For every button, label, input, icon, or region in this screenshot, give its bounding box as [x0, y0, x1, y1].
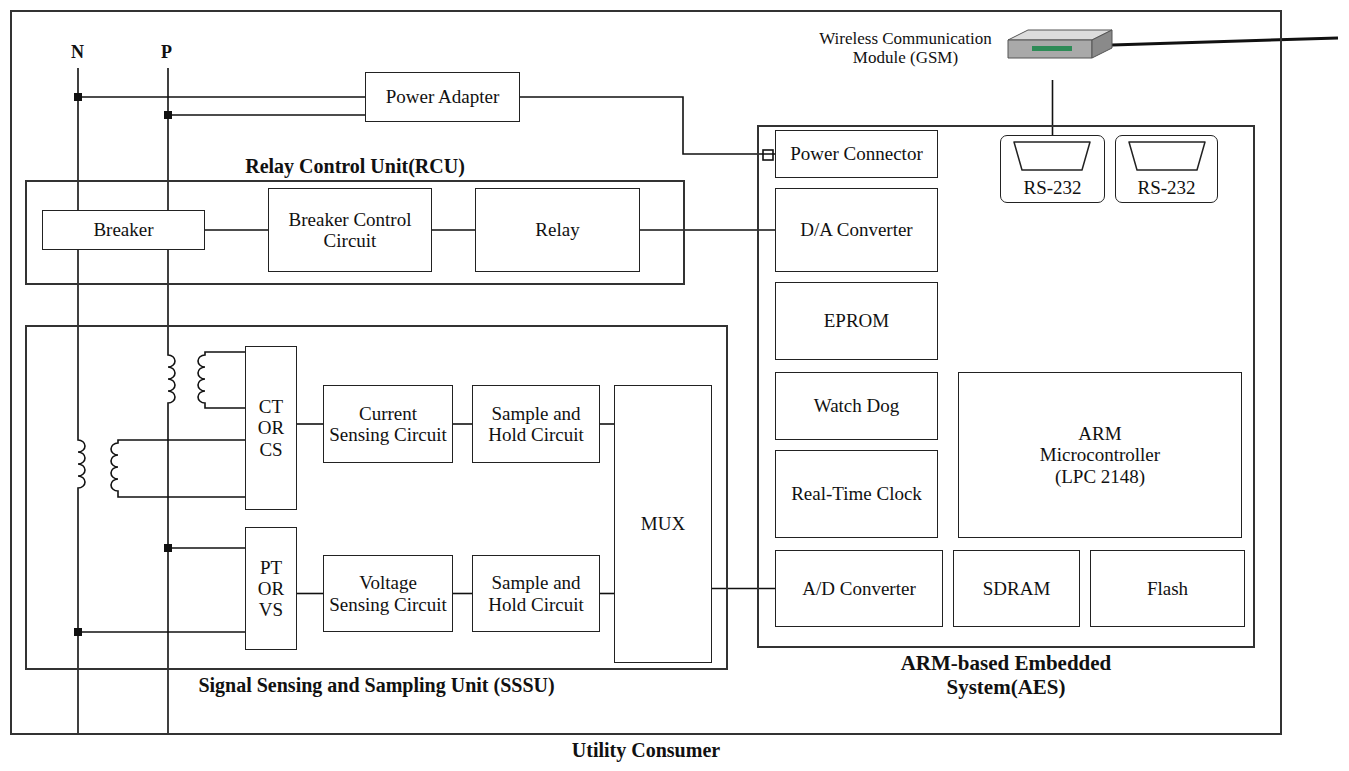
unit-heading: Relay Control Unit(RCU) — [245, 155, 465, 177]
junction-dot — [164, 544, 172, 552]
junction-dot — [164, 111, 172, 119]
pt-wire — [78, 631, 245, 633]
process-box: Power Adapter — [365, 72, 520, 122]
box-label: Breaker — [93, 219, 153, 240]
device-side — [1092, 30, 1112, 58]
box-label: Voltage Sensing Circuit — [328, 572, 448, 615]
box-label: PT OR VS — [250, 557, 292, 621]
unit-group: CT OR CSCurrent Sensing CircuitSample an… — [25, 325, 728, 670]
signal-wire — [453, 593, 472, 595]
signal-wire — [297, 593, 323, 595]
box-label: Real-Time Clock — [791, 483, 922, 504]
sensor-box: CT OR CS — [245, 346, 297, 510]
signal-wire — [520, 97, 775, 154]
process-box: Sample and Hold Circuit — [472, 385, 600, 463]
process-box: Sample and Hold Circuit — [472, 555, 600, 632]
process-box: Watch Dog — [775, 372, 938, 440]
box-label: MUX — [641, 513, 685, 534]
unit-heading: Signal Sensing and Sampling Unit (SSSU) — [198, 674, 554, 696]
box-label: SDRAM — [983, 578, 1051, 599]
unit-heading: ARM-based Embedded System(AES) — [846, 652, 1166, 699]
process-box: Breaker — [42, 210, 205, 250]
ct-secondary-coil — [198, 352, 245, 408]
process-box: D/A Converter — [775, 188, 938, 272]
process-box: Power Connector — [775, 130, 938, 178]
signal-wire — [600, 593, 614, 595]
db9-connector-icon — [1117, 138, 1217, 174]
antenna-link — [1112, 38, 1338, 45]
gsm-module: Wireless Communication Module (GSM) — [818, 16, 1118, 80]
box-label: Breaker Control Circuit — [273, 209, 427, 252]
process-box: Current Sensing Circuit — [323, 385, 453, 463]
ct-secondary-coil — [111, 440, 245, 497]
box-label: EPROM — [824, 310, 889, 331]
mux-box: MUX — [614, 385, 712, 663]
unit-heading: Utility Consumer — [572, 739, 720, 761]
box-label: D/A Converter — [800, 219, 912, 240]
box-label: Watch Dog — [814, 395, 900, 416]
box-label: Sample and Hold Circuit — [477, 572, 595, 615]
phase-line — [168, 68, 175, 735]
sensor-box: PT OR VS — [245, 527, 297, 650]
unit-group: Power ConnectorD/A ConverterEPROM Watch D… — [757, 125, 1255, 648]
line-name: P — [161, 42, 172, 63]
box-label: Power Connector — [790, 143, 922, 164]
box-label: Flash — [1147, 578, 1188, 599]
connector-outline — [1129, 142, 1205, 170]
box-label: Power Adapter — [386, 86, 499, 107]
connector-outline — [1014, 142, 1090, 170]
box-label: RS-232 — [1137, 177, 1195, 198]
signal-wire — [297, 423, 323, 425]
box-label: Sample and Hold Circuit — [477, 403, 595, 446]
line-name: N — [71, 42, 84, 63]
serial-port: RS-232 — [1000, 135, 1105, 203]
signal-wire — [640, 229, 775, 231]
box-label: Current Sensing Circuit — [328, 403, 448, 446]
power-jack — [763, 150, 773, 160]
process-box: A/D Converter — [775, 550, 943, 627]
process-box: Breaker Control Circuit — [268, 188, 432, 272]
signal-wire — [432, 229, 475, 231]
box-label: Relay — [535, 219, 579, 240]
signal-wire — [712, 588, 775, 590]
system-boundary: Power Adapter Wireless Communication Modu… — [10, 10, 1282, 735]
process-box: SDRAM — [953, 550, 1080, 627]
process-box: Flash — [1090, 550, 1245, 627]
box-label: CT OR CS — [250, 396, 292, 460]
pt-wire — [168, 547, 245, 549]
adapter-wire — [78, 96, 365, 98]
db9-connector-icon — [1002, 138, 1102, 174]
junction-dot — [74, 93, 82, 101]
signal-wire — [205, 229, 268, 231]
serial-port: RS-232 — [1115, 135, 1218, 203]
box-label: A/D Converter — [802, 578, 915, 599]
adapter-wire — [168, 114, 365, 116]
unit-group: BreakerBreaker Control CircuitRelayRelay… — [25, 180, 685, 285]
box-label: ARM Microcontroller (LPC 2148) — [1025, 423, 1175, 487]
process-box: Relay — [475, 188, 640, 272]
processor-box: ARM Microcontroller (LPC 2148) — [958, 372, 1242, 538]
box-label: Wireless Communication Module (GSM) — [818, 29, 993, 67]
device-front — [1008, 40, 1092, 58]
gsm-device-icon — [1000, 28, 1118, 72]
process-box: Real-Time Clock — [775, 450, 938, 538]
device-led-strip — [1032, 46, 1072, 51]
process-box: Voltage Sensing Circuit — [323, 555, 453, 632]
box-label: RS-232 — [1023, 177, 1081, 198]
junction-dot — [74, 628, 82, 636]
process-box: EPROM — [775, 282, 938, 360]
signal-wire — [453, 423, 472, 425]
signal-wire — [600, 423, 614, 425]
